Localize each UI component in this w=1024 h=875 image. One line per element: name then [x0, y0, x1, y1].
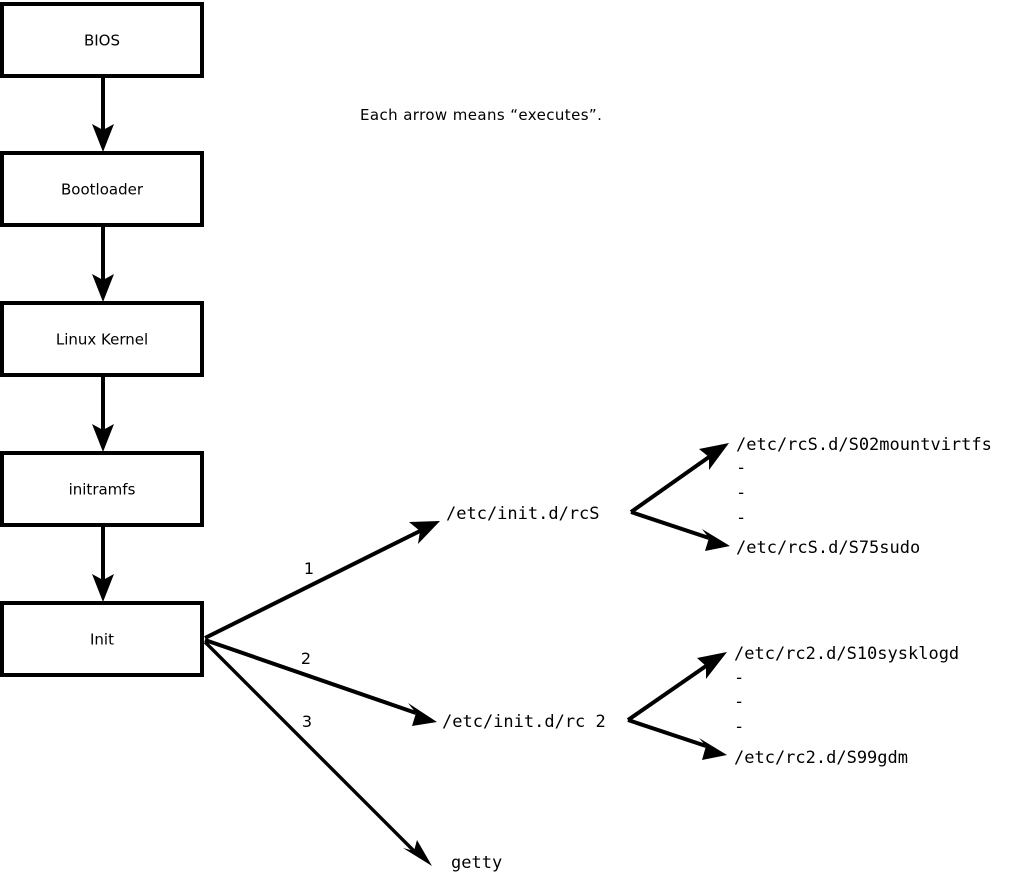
arrow-rc2-to-first-script	[626, 652, 727, 722]
arrow-rc2-to-last-script	[627, 718, 727, 760]
initramfs-box[interactable]	[0, 451, 204, 527]
initramfs-label: initramfs	[69, 481, 136, 499]
rcs-ellipsis-dash-3: -	[736, 508, 746, 528]
arrow-rcs-to-first-script	[629, 443, 729, 514]
node-initramfs[interactable]: initramfs	[0, 451, 204, 527]
arrow-init-to-rc2	[204, 638, 437, 726]
edge-number-2: 2	[301, 649, 311, 668]
target-rc2-label: /etc/init.d/rc 2	[442, 712, 606, 732]
init-box[interactable]	[0, 601, 204, 677]
rcs-ellipsis-dash-1: -	[736, 458, 746, 478]
legend-note: Each arrow means “executes”.	[360, 106, 602, 124]
init-label: Init	[90, 631, 114, 649]
node-init[interactable]: Init	[0, 601, 204, 677]
node-bootloader[interactable]: Bootloader	[0, 151, 204, 227]
arrow-kernel-to-initramfs	[92, 375, 114, 452]
arrow-bios-to-bootloader	[92, 76, 114, 152]
edge-number-3: 3	[302, 712, 312, 731]
arrow-init-to-rcs	[204, 521, 440, 640]
rc2-ellipsis-dash-2: -	[734, 692, 744, 712]
node-linux-kernel[interactable]: Linux Kernel	[0, 301, 204, 377]
bios-label: BIOS	[84, 32, 120, 50]
rcs-first-script-label: /etc/rcS.d/S02mountvirtfs	[736, 435, 992, 455]
rcs-ellipsis-dash-2: -	[736, 483, 746, 503]
target-getty-label: getty	[451, 853, 502, 873]
arrow-rcs-to-last-script	[630, 510, 730, 551]
rc2-ellipsis-dash-3: -	[734, 717, 744, 737]
arrow-bootloader-to-kernel	[92, 225, 114, 302]
bootloader-label: Bootloader	[61, 181, 144, 199]
arrow-initramfs-to-init	[92, 525, 114, 602]
linux-kernel-label: Linux Kernel	[56, 331, 148, 349]
rc2-ellipsis-dash-1: -	[734, 668, 744, 688]
rc2-first-script-label: /etc/rc2.d/S10sysklogd	[734, 644, 959, 664]
edge-number-1: 1	[304, 559, 314, 578]
target-rcs-label: /etc/init.d/rcS	[446, 504, 600, 524]
bios-box[interactable]	[0, 2, 204, 78]
rcs-last-script-label: /etc/rcS.d/S75sudo	[736, 538, 920, 558]
rc2-last-script-label: /etc/rc2.d/S99gdm	[734, 748, 908, 768]
node-bios[interactable]: BIOS	[0, 2, 204, 78]
arrow-init-to-getty	[203, 640, 432, 866]
